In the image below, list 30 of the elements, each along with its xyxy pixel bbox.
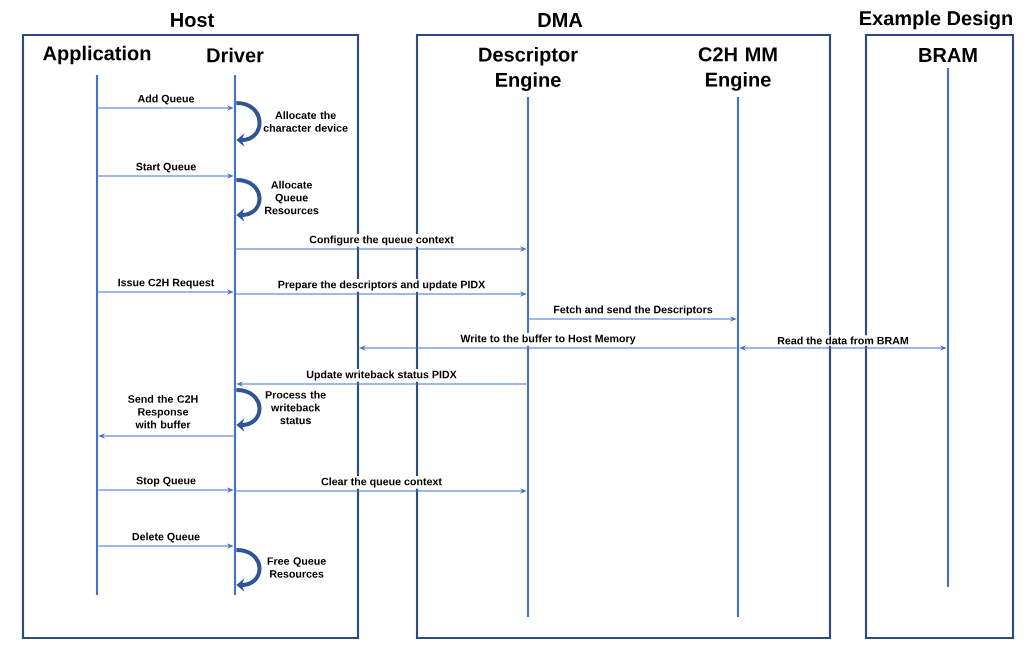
node-label: BRAM bbox=[919, 48, 977, 62]
self-arrow bbox=[236, 548, 262, 592]
edge-label: Prepare the descriptors and update PIDX bbox=[276, 279, 487, 292]
self-arrow bbox=[236, 101, 262, 147]
edge-label: Free Queue Resources bbox=[267, 557, 326, 578]
edge-label: Configure the queue context bbox=[307, 234, 456, 247]
edge-label: Send the C2H Response with buffer bbox=[128, 394, 198, 429]
edge-label: Add Queue bbox=[136, 93, 196, 106]
edge-label: Stop Queue bbox=[134, 475, 198, 488]
edge-label: Read the data from BRAM bbox=[775, 335, 911, 346]
node-label: Application bbox=[43, 45, 151, 65]
node-label: Host bbox=[171, 13, 214, 27]
edge-label: Allocate Queue Resources bbox=[265, 180, 319, 215]
edge-label: Fetch and send the Descriptors bbox=[551, 304, 715, 317]
node-label: Descriptor Engine bbox=[479, 46, 578, 92]
lifeline: BRAM bbox=[919, 48, 977, 587]
self-arrow bbox=[236, 388, 262, 432]
edge-label: Process the writeback status bbox=[265, 390, 326, 425]
node-label: C2H MM Engine bbox=[698, 47, 777, 91]
node-label: Example Design bbox=[860, 10, 1012, 30]
node-label: DMA bbox=[538, 13, 583, 27]
edge-label: Issue C2H Request bbox=[116, 277, 216, 290]
edge-label: Start Queue bbox=[134, 161, 198, 174]
self-arrow bbox=[236, 178, 262, 222]
edge-label: Write to the buffer to Host Memory bbox=[459, 333, 637, 346]
edge-label: Delete Queue bbox=[130, 531, 202, 544]
edge-label: Update writeback status PIDX bbox=[304, 369, 459, 382]
edge-label: Allocate the character device bbox=[263, 111, 348, 132]
node-label: Driver bbox=[207, 47, 264, 63]
edge-label: Clear the queue context bbox=[319, 476, 444, 489]
